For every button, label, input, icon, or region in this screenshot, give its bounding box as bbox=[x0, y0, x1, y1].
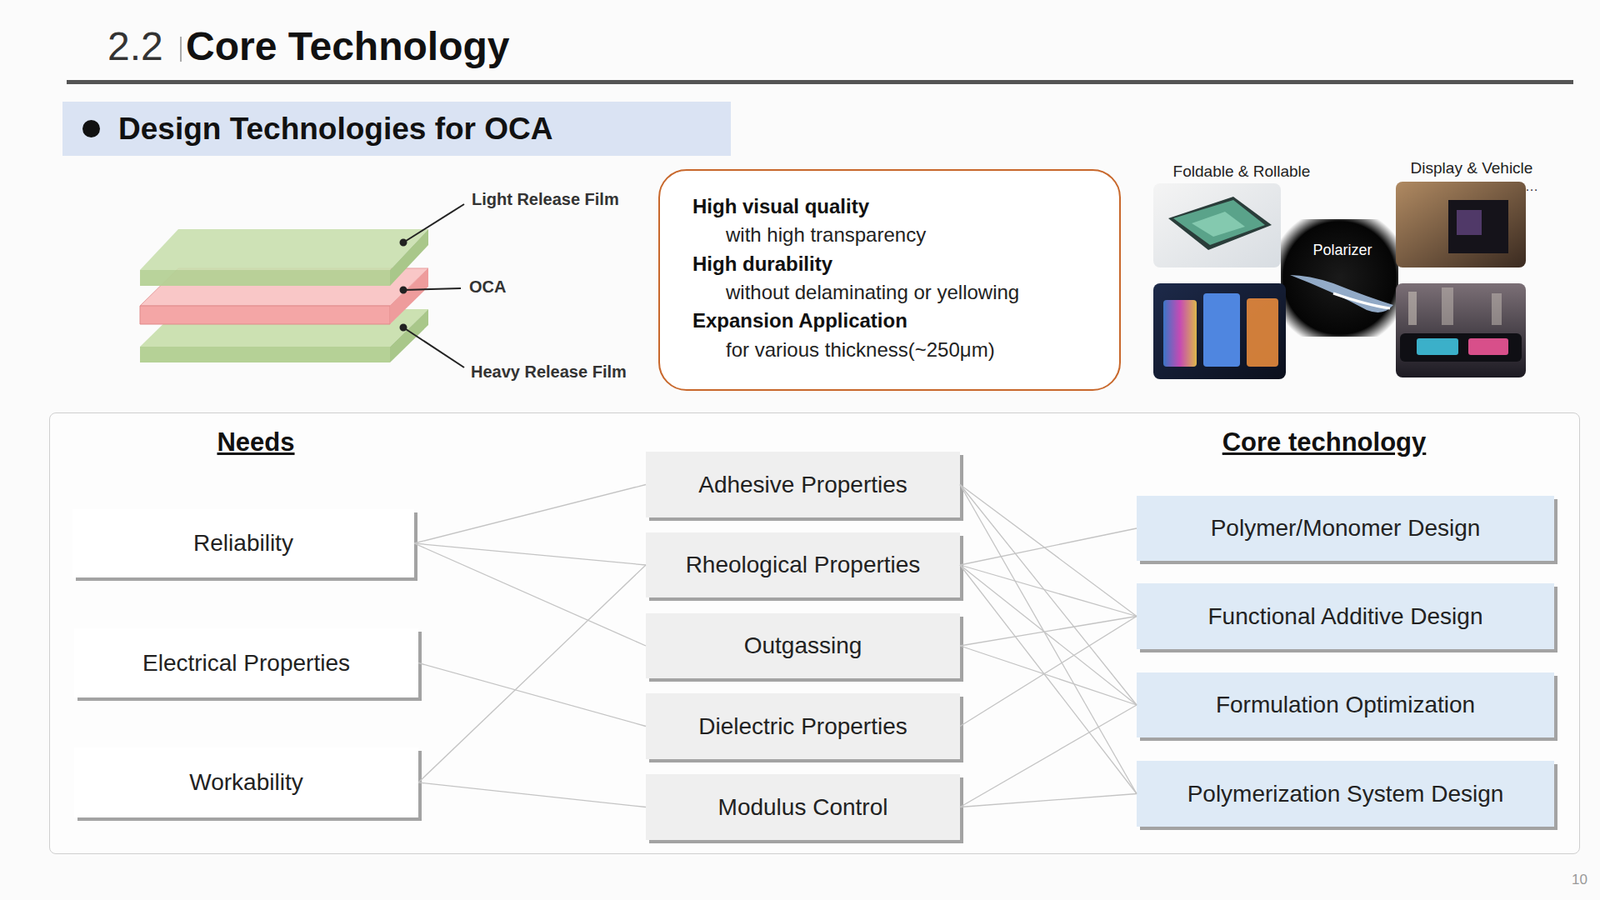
section-number: 2.2 bbox=[107, 23, 164, 70]
box-text: Dielectric Properties bbox=[698, 713, 908, 740]
slide-title: Core Technology bbox=[185, 23, 510, 70]
part-label: Heavy Release Film bbox=[470, 362, 627, 382]
page-number: 10 bbox=[1571, 871, 1588, 889]
connector-line bbox=[418, 782, 646, 808]
photo-caption: Polarizer bbox=[1312, 241, 1372, 260]
title-rule bbox=[66, 80, 1574, 85]
box-text: Adhesive Properties bbox=[698, 471, 908, 499]
section-band: Design Technologies for OCA bbox=[62, 101, 731, 156]
bullet-dot bbox=[82, 120, 100, 138]
feature-box: High visual qualitywith high transparenc… bbox=[658, 169, 1121, 391]
connector-line bbox=[418, 663, 646, 727]
connector-line bbox=[960, 705, 1137, 808]
connector-line bbox=[960, 528, 1137, 565]
application-photos bbox=[1153, 181, 1526, 380]
feature-heading: Expansion Application bbox=[692, 308, 908, 334]
need-box: Electrical Properties bbox=[74, 628, 419, 698]
connector-line bbox=[960, 794, 1137, 808]
technology-box: Formulation Optimization bbox=[1136, 672, 1555, 738]
title-separator bbox=[180, 36, 182, 62]
connector-line bbox=[960, 485, 1137, 795]
connector-line bbox=[960, 616, 1137, 647]
box-text: Formulation Optimization bbox=[1215, 691, 1475, 719]
connector-line bbox=[960, 485, 1137, 706]
property-box: Outgassing bbox=[645, 613, 960, 679]
part-label: OCA bbox=[469, 277, 506, 297]
technology-box: Functional Additive Design bbox=[1136, 583, 1555, 650]
box-text: Modulus Control bbox=[718, 794, 889, 821]
connector-line bbox=[418, 565, 646, 783]
property-box: Adhesive Properties bbox=[645, 451, 960, 518]
connector-line bbox=[960, 616, 1137, 727]
box-text: Electrical Properties bbox=[142, 650, 350, 677]
connector-line bbox=[414, 543, 646, 646]
technology-box: Polymerization System Design bbox=[1136, 760, 1555, 827]
box-text: Outgassing bbox=[744, 632, 863, 660]
box-text: Reliability bbox=[193, 530, 294, 557]
connector-line bbox=[960, 485, 1137, 617]
connector-line bbox=[960, 565, 1137, 617]
film-stack bbox=[140, 229, 429, 363]
feature-detail: with high transparency bbox=[725, 222, 926, 248]
feature-heading: High visual quality bbox=[692, 194, 870, 220]
part-label: Light Release Film bbox=[471, 190, 620, 210]
column-heading: Core technology bbox=[1222, 427, 1427, 458]
feature-detail: for various thickness(~250μm) bbox=[725, 337, 995, 363]
connector-line bbox=[414, 485, 646, 545]
column-heading: Needs bbox=[216, 427, 295, 458]
leader-lines bbox=[400, 204, 465, 368]
needs-panel: Needs Core technologyReliabilityElectrica… bbox=[49, 412, 1580, 855]
photo-caption: Foldable & Rollable bbox=[1173, 162, 1311, 181]
feature-detail: without delaminating or yellowing bbox=[725, 280, 1020, 305]
box-text: Polymerization System Design bbox=[1187, 780, 1505, 808]
photo-caption: Display & Vehicle bbox=[1410, 159, 1534, 178]
box-text: Rheological Properties bbox=[685, 551, 921, 579]
property-box: Rheological Properties bbox=[645, 532, 960, 598]
ellipsis: … bbox=[1525, 179, 1539, 195]
technology-box: Polymer/Monomer Design bbox=[1136, 495, 1555, 561]
property-box: Modulus Control bbox=[645, 774, 960, 840]
need-box: Workability bbox=[74, 747, 419, 818]
connector-line bbox=[414, 543, 646, 565]
section-heading: Design Technologies for OCA bbox=[118, 111, 553, 147]
connector-line bbox=[960, 565, 1137, 705]
connector-line bbox=[960, 565, 1137, 795]
box-text: Functional Additive Design bbox=[1208, 603, 1484, 630]
connector-line bbox=[960, 645, 1137, 705]
need-box: Reliability bbox=[72, 509, 415, 578]
property-box: Dielectric Properties bbox=[645, 693, 960, 760]
box-text: Polymer/Monomer Design bbox=[1210, 515, 1481, 542]
box-text: Workability bbox=[189, 769, 303, 796]
feature-heading: High durability bbox=[692, 251, 833, 277]
